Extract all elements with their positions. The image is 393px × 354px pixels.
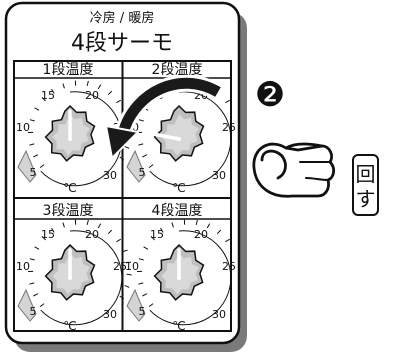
panel-title: 4段サーモ [71,31,173,56]
dial-3: 3段温度 5 10 15 20 25 30 ℃ [16,203,132,333]
dial-pointer [151,132,181,141]
dial-unit: ℃ [172,181,185,195]
step-number-badge: ❷ [255,75,285,115]
instruction-char-1: 回 [356,162,376,186]
instruction-char-2: す [356,187,376,211]
dial-label-1: 1段温度 [43,62,94,78]
dial-tick-label: 5 [30,166,37,179]
dial-label-3: 3段温度 [43,203,94,219]
dial-scale-arc [149,230,232,326]
dial-tick-label: 15 [150,228,164,241]
dial-tick-label: 5 [30,305,37,318]
dial-tick-label: 20 [85,89,99,102]
dial-tick-label: 20 [85,228,99,241]
dial-tick-label: 30 [212,308,226,321]
range-marker [17,149,37,183]
dial-tick-label: 25 [113,260,127,273]
dial-scale-arc [40,230,123,326]
panel-subtitle: 冷房 / 暖房 [90,10,155,26]
dial-tick-label: 10 [125,260,139,273]
dial-tick-label: 30 [212,169,226,182]
dial-label-4: 4段温度 [152,203,203,219]
dial-tick-label: 15 [41,89,55,102]
range-marker [126,149,146,183]
rotate-arrow-icon [105,74,227,159]
dial-tick-label: 25 [222,260,236,273]
dial-tick-label: 30 [103,308,117,321]
dial-pivot [68,137,72,141]
dial-tick-label: 30 [103,169,117,182]
dial-label-2: 2段温度 [152,62,203,78]
dial-pivot [177,137,181,141]
dial-4: 4段温度 5 10 15 20 25 30 ℃ [125,203,236,333]
dial-ticks [136,219,231,308]
dial-tick-label: 20 [194,228,208,241]
dial-knob-face [161,114,199,156]
dial-pivot [68,276,72,280]
dial-unit: ℃ [63,319,76,333]
dial-unit: ℃ [172,319,185,333]
dial-tick-label: 5 [139,166,146,179]
instruction-box [352,154,379,216]
dial-scale-arc [40,91,123,187]
dial-scale-arc [149,91,232,187]
dial-tick-label: 10 [16,121,30,134]
dial-tick-label: 10 [16,260,30,273]
dial-ticks [27,219,132,308]
dial-tick-label: 25 [222,121,236,134]
dial-pivot [177,276,181,280]
dial-tick-label: 5 [139,305,146,318]
hand-rotate-icon [252,142,335,198]
dial-tick-label: 15 [41,228,55,241]
range-marker [126,288,146,322]
dial-unit: ℃ [63,181,76,195]
range-marker [17,288,37,322]
